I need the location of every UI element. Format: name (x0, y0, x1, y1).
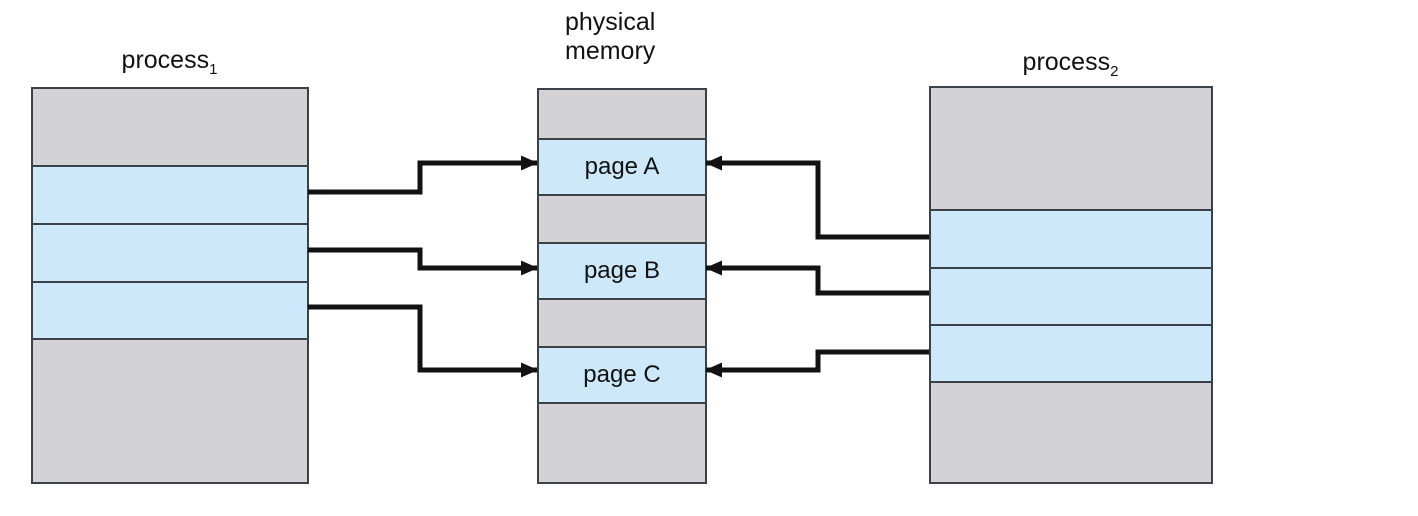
process2-address-space (929, 86, 1213, 484)
process1-segment-shared-2 (33, 223, 307, 281)
process2-title: process2 (929, 48, 1212, 80)
process1-title: process1 (31, 46, 308, 78)
physical-memory-title-line2: memory (565, 37, 656, 65)
process1-address-space (31, 87, 309, 484)
process1-segment-shared-1 (33, 165, 307, 223)
physical_memory-segment-unshared-0 (539, 90, 705, 138)
arrow-process2-slot-2-to-page-B (705, 260, 929, 296)
arrow-process1-slot-1-to-page-A (308, 155, 538, 195)
process2-segment-unshared-0 (931, 88, 1211, 209)
arrow-process2-slot-3-to-page-C (705, 349, 929, 378)
process2-title-text: process (1022, 48, 1111, 76)
physical_memory-segment-unshared-4 (539, 298, 705, 346)
arrow-process1-slot-2-to-page-B (308, 247, 538, 276)
process1-segment-unshared-4 (33, 338, 307, 482)
physical_memory-segment-page-c: page C (539, 346, 705, 402)
physical-memory-box: page A page B page C (537, 88, 707, 484)
process2-segment-shared-1 (931, 209, 1211, 267)
physical_memory-segment-unshared-6 (539, 402, 705, 482)
page-label: page B (583, 257, 661, 284)
process1-segment-shared-3 (33, 281, 307, 338)
process2-segment-shared-3 (931, 324, 1211, 381)
page-label: page C (583, 361, 661, 388)
physical_memory-segment-unshared-2 (539, 194, 705, 242)
process2-segment-unshared-4 (931, 381, 1211, 482)
physical-memory-title: physical memory (565, 8, 655, 66)
process1-title-text: process (121, 46, 210, 74)
arrow-process2-slot-1-to-page-A (705, 155, 929, 240)
physical_memory-segment-page-b: page B (539, 242, 705, 298)
physical_memory-segment-page-a: page A (539, 138, 705, 194)
process1-title-subscript: 1 (209, 61, 218, 78)
process2-title-subscript: 2 (1110, 63, 1119, 80)
process1-segment-unshared-0 (33, 89, 307, 165)
arrow-process1-slot-3-to-page-C (308, 304, 538, 378)
page-label: page A (584, 153, 660, 180)
process2-segment-shared-2 (931, 267, 1211, 324)
physical-memory-title-line1: physical (565, 8, 656, 36)
